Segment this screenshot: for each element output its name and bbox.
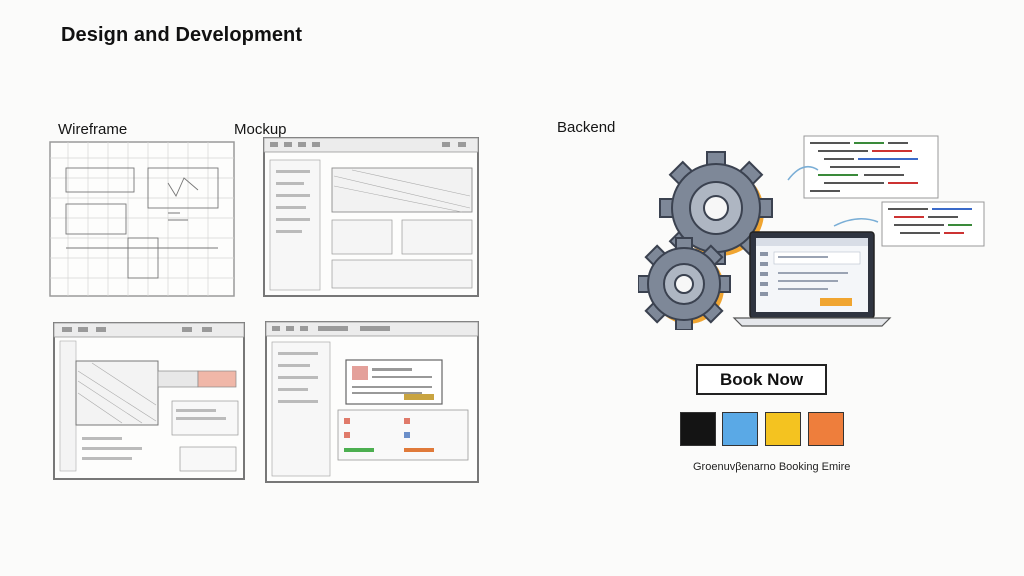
laptop-icon xyxy=(732,231,892,327)
section-label-backend: Backend xyxy=(557,119,616,136)
brand-caption: Groenuvβenarno Booking Emire xyxy=(693,461,851,473)
gear-icon xyxy=(638,237,731,330)
section-label-wireframe: Wireframe xyxy=(58,121,128,138)
wireframe-sketch-1 xyxy=(48,138,238,300)
backend-illustration xyxy=(638,130,988,330)
color-swatch-black xyxy=(680,412,716,446)
color-swatch-yellow xyxy=(765,412,801,446)
mockup-sketch-1 xyxy=(262,136,482,300)
mockup-sketch-2 xyxy=(264,320,482,486)
section-label-mockup: Mockup xyxy=(234,121,287,138)
book-now-button[interactable]: Book Now xyxy=(696,364,827,395)
code-snippet xyxy=(881,201,985,247)
color-swatch-blue xyxy=(722,412,758,446)
page-title: Design and Development xyxy=(61,24,303,46)
wireframe-sketch-2 xyxy=(52,321,248,483)
color-swatch-orange xyxy=(808,412,844,446)
code-snippet xyxy=(803,135,939,199)
